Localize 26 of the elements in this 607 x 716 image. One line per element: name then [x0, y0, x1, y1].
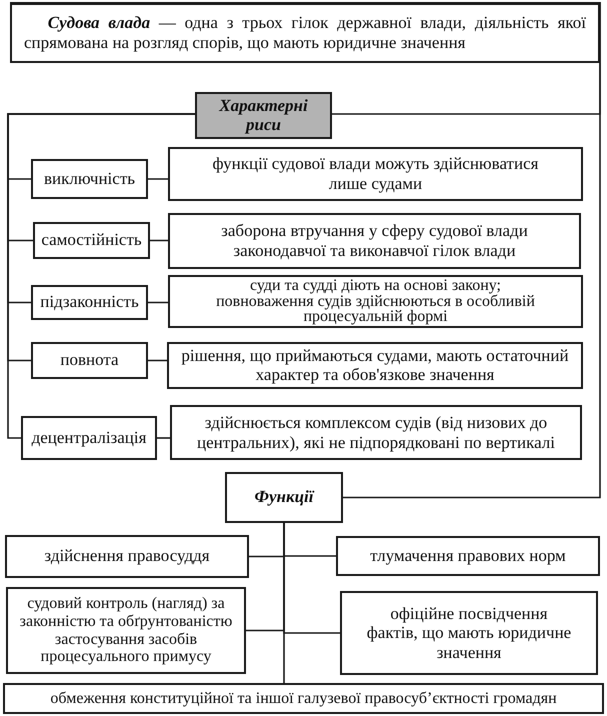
function-box: тлумачення правових норм — [336, 536, 600, 576]
feature-box: повнота — [31, 342, 148, 379]
connector-line — [148, 360, 167, 362]
connector-line — [7, 113, 195, 439]
function-box: обмеження конституційної та іншої галузевої правосуб’єктності громадян — [3, 683, 604, 714]
description-box: суди та судді діють на основі закону; повноваження судів здійснюються в особливій процесуальній формі — [168, 275, 583, 328]
description-box: здійснюється комплексом судів (від низових до центральних), які не підпорядковані по вертикалі — [170, 405, 582, 460]
description-box: рішення, що приймаються судами, мають остаточний характер та обов'язкове значення — [167, 342, 583, 389]
function-box: здійснення правосуддя — [5, 535, 249, 578]
function-box: судовий контроль (нагляд) за законністю та обґрунтованістю застосування засобів процесуального примусу — [6, 587, 246, 674]
connector-line — [157, 437, 170, 439]
description-box: функції судової влади можуть здійснюватися лише судами — [168, 147, 583, 201]
heading-box: Характерні риси — [195, 92, 332, 139]
function-box: офіційне посвідчення фактів, що мають юридичне значення — [340, 591, 598, 675]
feature-box: самостійність — [33, 222, 150, 259]
feature-box: підзаконність — [31, 285, 148, 320]
feature-box: виключність — [31, 159, 148, 199]
description-box: заборона втручання у сферу судової влади законодавчої та виконавчої гілок влади — [168, 213, 581, 269]
connector-line — [150, 240, 168, 242]
connector-line — [343, 2, 601, 498]
heading-box: Функції — [225, 472, 343, 523]
connector-line — [283, 523, 285, 683]
feature-box: децентралізація — [21, 416, 157, 460]
connector-line — [148, 178, 168, 180]
definition-box: Судова влада — одна з трьох гілок державної влади, діяльність якої спрямована на розгляд спорів, що мають юридичне значення — [10, 2, 600, 63]
connector-line — [148, 302, 168, 304]
